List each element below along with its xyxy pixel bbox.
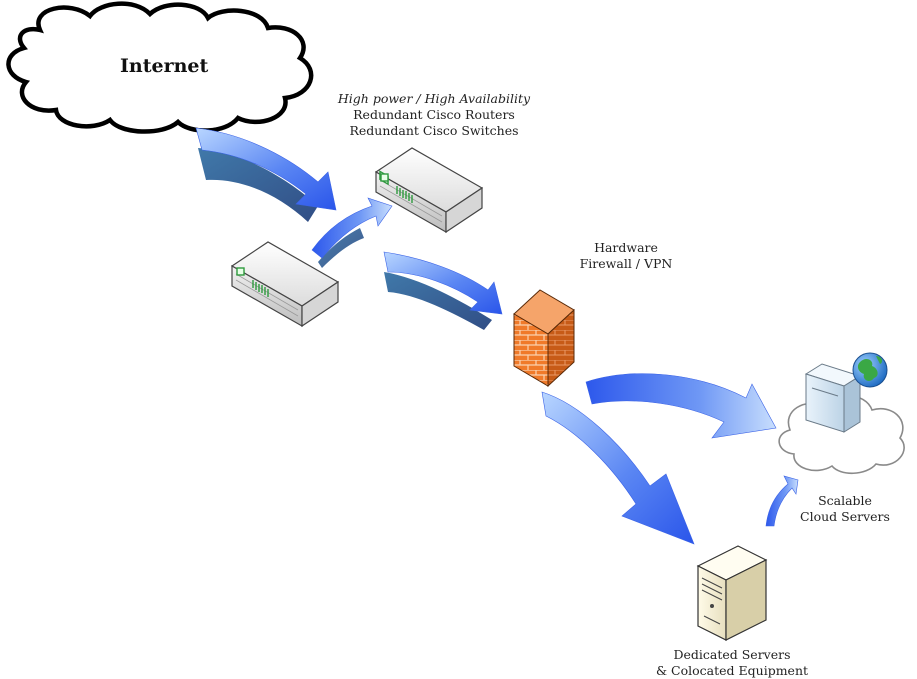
cloud-caption: Scalable Cloud Servers bbox=[790, 493, 900, 525]
routers-caption: High power / High Availability Redundant… bbox=[334, 91, 534, 139]
firewall-caption-line2: Firewall / VPN bbox=[579, 256, 673, 271]
internet-label: Internet bbox=[120, 55, 209, 77]
routers-caption-line2: Redundant Cisco Routers bbox=[353, 107, 515, 122]
routers-caption-line1: High power / High Availability bbox=[337, 91, 531, 106]
firewall-caption: Hardware Firewall / VPN bbox=[566, 240, 686, 272]
internet-cloud bbox=[6, 1, 314, 134]
arrow-router-to-router bbox=[311, 197, 393, 268]
router-lower bbox=[230, 241, 340, 328]
arrow-internet-to-router bbox=[195, 127, 337, 222]
arrow-firewall-to-dedicated bbox=[541, 391, 695, 545]
dedicated-caption-line1: Dedicated Servers bbox=[673, 647, 791, 662]
routers-caption-line3: Redundant Cisco Switches bbox=[349, 123, 519, 138]
dedicated-caption-line2: & Colocated Equipment bbox=[655, 663, 809, 678]
cloud-servers-icon bbox=[778, 352, 905, 475]
dedicated-caption: Dedicated Servers & Colocated Equipment bbox=[650, 647, 814, 679]
cloud-caption-line2: Cloud Servers bbox=[800, 509, 890, 524]
router-upper bbox=[374, 147, 484, 234]
cloud-caption-line1: Scalable bbox=[818, 493, 872, 508]
arrow-cloud-to-dedicated bbox=[765, 475, 799, 527]
firewall-icon bbox=[513, 289, 575, 388]
arrow-firewall-to-cloud bbox=[585, 373, 777, 439]
firewall-caption-line1: Hardware bbox=[594, 240, 658, 255]
dedicated-server-icon bbox=[696, 545, 768, 641]
arrow-router-to-firewall bbox=[383, 251, 503, 330]
